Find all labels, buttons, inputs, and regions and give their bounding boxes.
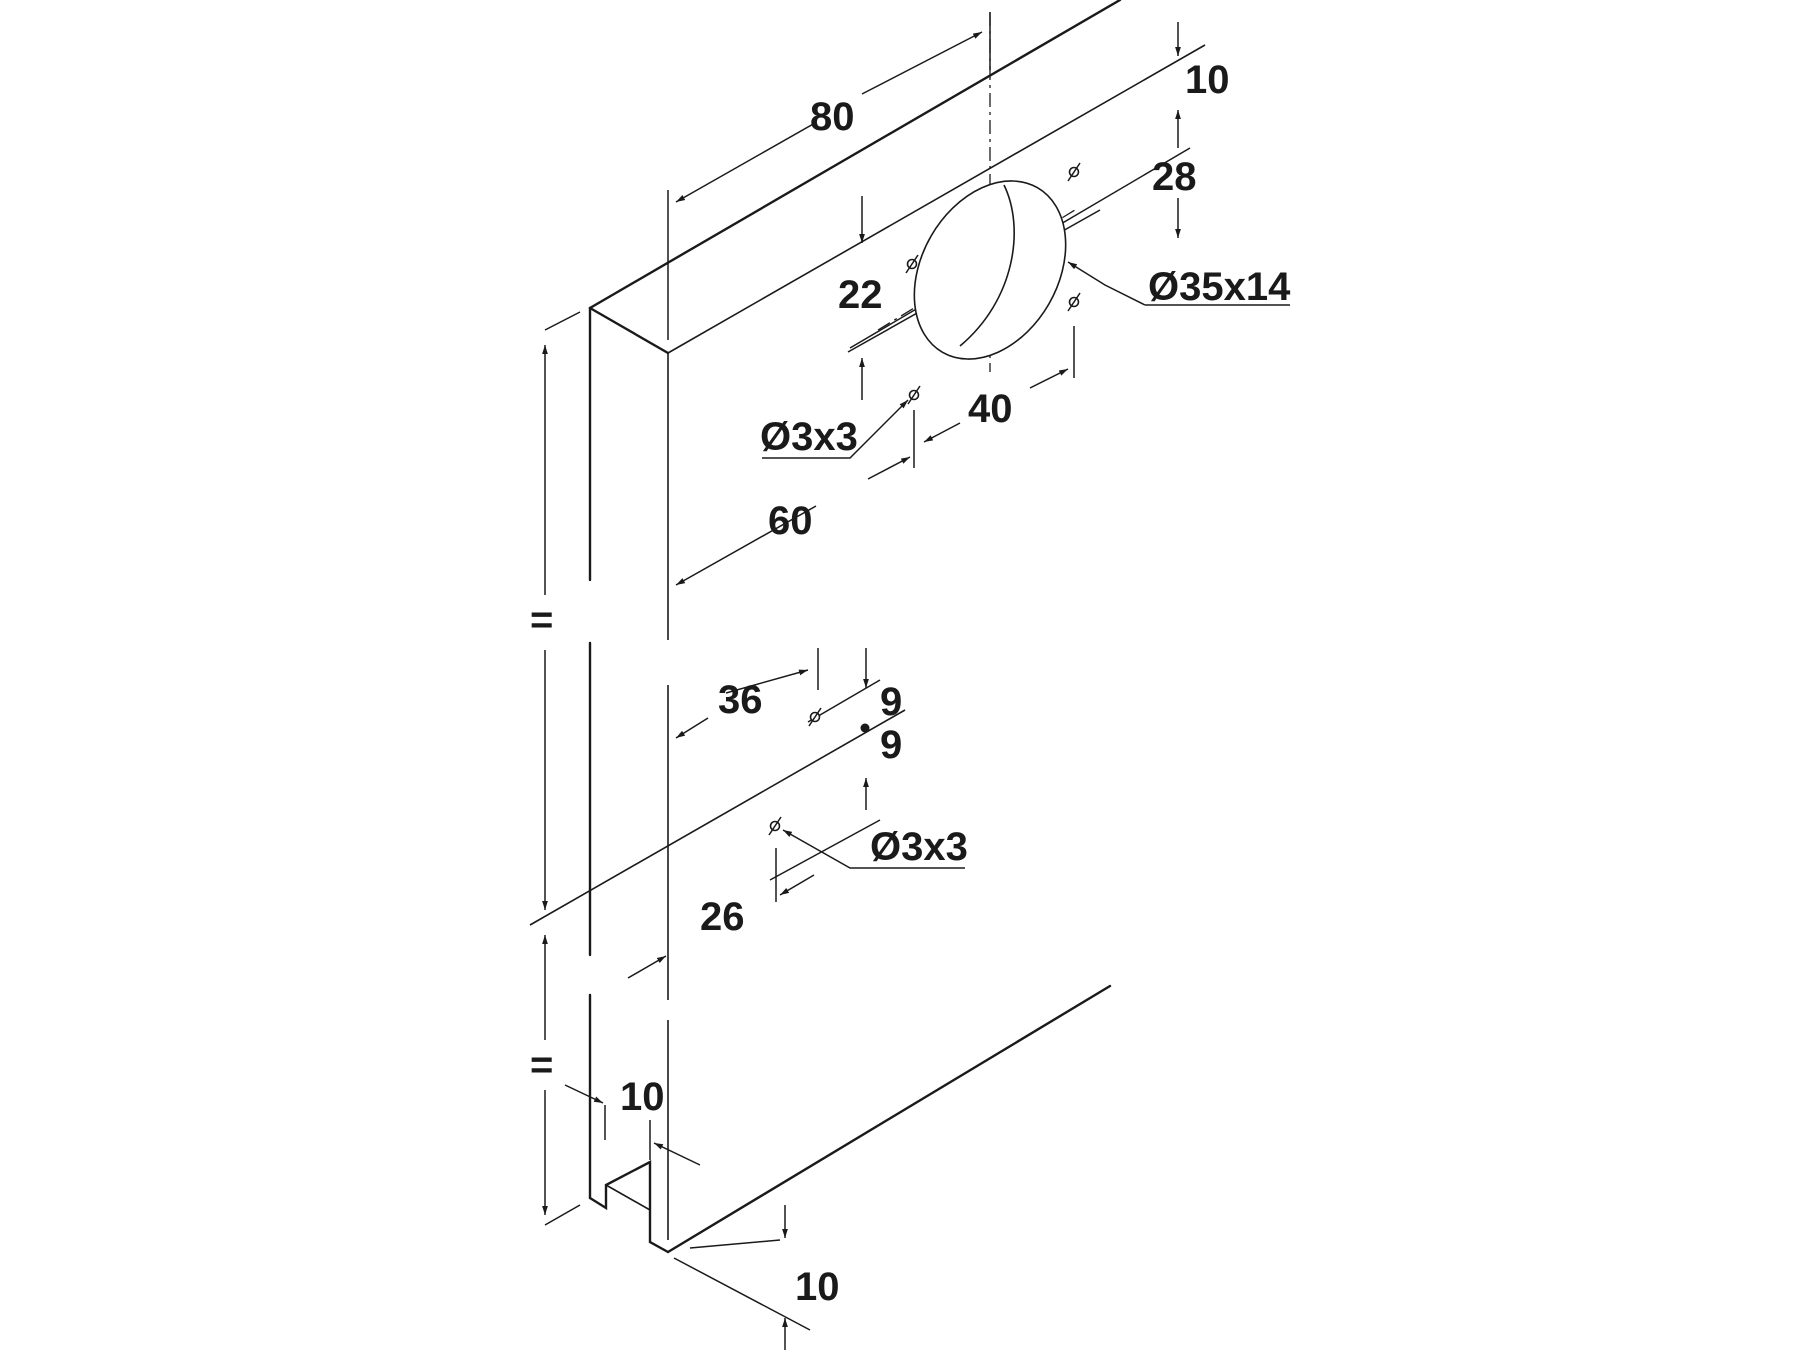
label-notch-10-bottom: 10 [795,1265,840,1309]
dim-60-line-left [675,505,817,586]
label-spacing-28: 28 [1152,155,1197,199]
pilot-hole-mid-left [905,254,919,274]
notch-side-arrow-left [564,1084,604,1104]
label-equal-upper: = [530,598,553,642]
label-edge-36: 36 [718,678,763,722]
dim-40-line-right [1029,368,1069,389]
label-notch-10-side: 10 [620,1075,665,1119]
dim-60-line-right [867,456,911,480]
label-offset-9-a: 9 [880,680,902,724]
dim-36-line-left [675,717,709,739]
bores [768,162,1081,836]
panel-notch [588,1160,670,1254]
dim-80-line-right [861,31,983,95]
notch-bottom-ext-b [689,1239,781,1249]
panel-top-side-edge [588,306,670,355]
label-width-80: 80 [810,95,855,139]
construction-lines [529,12,1191,926]
pilot-lower-leader [782,829,965,869]
dim-80-line-left [675,122,816,203]
label-offset-10-top: 10 [1185,58,1230,102]
dim-36-line-right [725,669,809,694]
cup-bore-circle [913,180,1067,360]
cup-bore-leader [1067,261,1146,306]
dimension-lines [542,12,1290,1350]
panel-notch-floor [605,1184,651,1211]
door-panel [588,0,1206,1254]
dim-40-line-left [923,422,961,443]
label-cup-bore: Ø35x14 [1148,265,1291,309]
equal-ext-bottom [544,1204,581,1226]
label-edge-60: 60 [768,499,813,543]
panel-bottom-edge [666,984,1112,1254]
pilot-upper-leader [762,399,909,459]
lower-reference-line [529,709,906,926]
notch-bottom-ext-a [673,1257,811,1331]
label-pilot-hole-lower: Ø3x3 [870,825,968,869]
pilot-hole-bottom-a [808,707,822,727]
dimension-labels: 80 10 28 22 Ø35x14 Ø3x3 40 60 36 9 9 Ø3x… [530,58,1291,1309]
pilot-hole-mid-right [1067,292,1081,312]
label-offset-9-b: 9 [880,723,902,767]
label-spacing-40: 40 [968,387,1013,431]
notch-side-arrow-right [653,1142,701,1166]
pilot-hole-bottom-c [768,816,782,836]
label-edge-26: 26 [700,895,745,939]
pilot-hole-top-right [1067,162,1081,182]
label-offset-22: 22 [838,273,883,317]
panel-top-back-edge [588,0,1122,310]
label-pilot-hole-upper: Ø3x3 [760,415,858,459]
dim-26-line-right [779,874,815,896]
cup-bore-depth-curve [959,184,1015,347]
equal-ext-top [544,311,581,331]
lower-hole-line-b [769,819,881,881]
pilot-hole-lower-left [907,385,921,405]
panel-top-front-edge [667,44,1206,354]
pilot-hole-bottom-b [860,723,870,733]
label-equal-lower: = [530,1043,553,1087]
dim-26-line-left [627,955,667,979]
